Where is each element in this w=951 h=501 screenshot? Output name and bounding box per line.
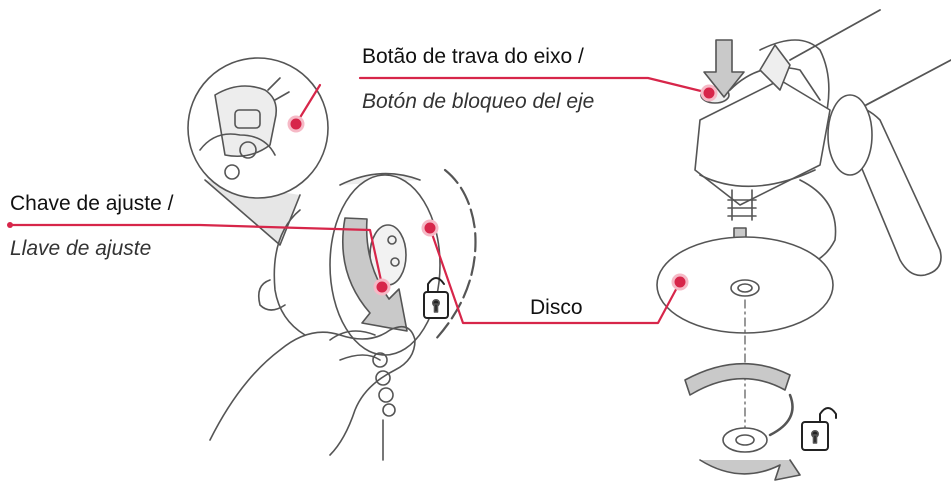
wrench-line-start	[7, 222, 13, 228]
wrench-label-es: Llave de ajuste	[10, 237, 152, 260]
disc-callout-line	[428, 226, 682, 325]
lock-icon	[423, 277, 449, 319]
spindle-lock-marker	[700, 84, 718, 102]
disc-marker	[671, 273, 689, 291]
spindle-lock-label-es: Botón de bloqueo del eje	[362, 90, 595, 113]
unlock-icon	[801, 407, 837, 451]
wrench-marker	[373, 278, 391, 296]
down-arrow-icon	[703, 39, 745, 98]
spindle-lock-callout-line	[358, 76, 711, 95]
wrench-label-pt: Chave de ajuste /	[10, 192, 174, 215]
zoom-inset	[187, 57, 329, 246]
inset-marker	[287, 115, 305, 133]
grinder-right	[656, 9, 951, 481]
disc-label: Disco	[530, 296, 583, 319]
rotation-arrow-icon	[684, 362, 791, 396]
disc-lock-marker	[421, 219, 439, 237]
wrench-callout-line	[8, 223, 384, 287]
spindle-lock-label-pt: Botão de trava do eixo /	[362, 45, 584, 68]
